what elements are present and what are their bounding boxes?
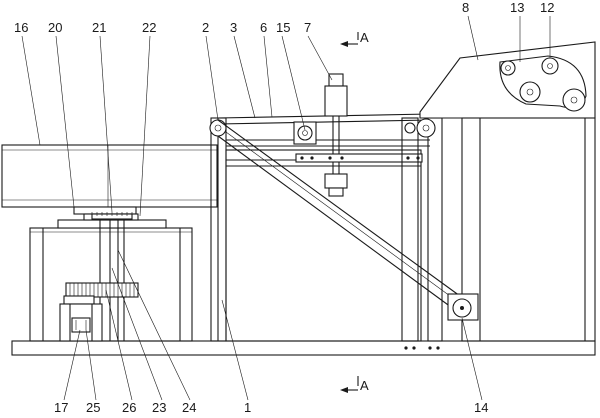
roller-14 (447, 293, 479, 321)
section-marker-top: A (340, 30, 369, 47)
turntable-assembly (73, 206, 139, 221)
cylinder-7 (324, 73, 348, 197)
label-12: 12 (540, 0, 554, 15)
upper-pulley (416, 118, 436, 138)
label-16: 16 (14, 20, 28, 35)
label-17: 17 (54, 400, 68, 415)
label-26: 26 (122, 400, 136, 415)
inclined-conveyor (217, 119, 461, 311)
label-25: 25 (86, 400, 100, 415)
leader-lines (21, 15, 551, 401)
section-label-top: A (360, 30, 369, 45)
label-8: 8 (462, 0, 469, 15)
section-marker-bottom: A (340, 376, 369, 393)
gear-26 (65, 282, 139, 298)
top-rail-3 (217, 113, 431, 147)
label-22: 22 (142, 20, 156, 35)
label-14: 14 (474, 400, 488, 415)
label-24: 24 (182, 400, 196, 415)
motor-17 (59, 295, 103, 342)
gear-housing (29, 219, 193, 342)
vertical-posts (401, 117, 443, 350)
label-21: 21 (92, 20, 106, 35)
label-1: 1 (244, 400, 251, 415)
belt-drive-13 (499, 55, 587, 112)
label-2: 2 (202, 20, 209, 35)
label-20: 20 (48, 20, 62, 35)
right-frame (461, 117, 596, 342)
label-6: 6 (260, 20, 267, 35)
crossbar (295, 153, 423, 163)
pulley-2 (209, 119, 227, 137)
label-13: 13 (510, 0, 524, 15)
section-label-bottom: A (360, 378, 369, 393)
label-15: 15 (276, 20, 290, 35)
base-plate (11, 340, 596, 356)
part-labels: 16 20 21 22 2 3 6 15 7 8 13 12 14 1 17 2… (14, 0, 554, 415)
shaft-23 (99, 220, 125, 341)
roller-15 (293, 121, 317, 145)
label-3: 3 (230, 20, 237, 35)
sprocket-21 (90, 212, 134, 216)
label-7: 7 (304, 20, 311, 35)
label-23: 23 (152, 400, 166, 415)
main-frame-1 (210, 117, 422, 342)
